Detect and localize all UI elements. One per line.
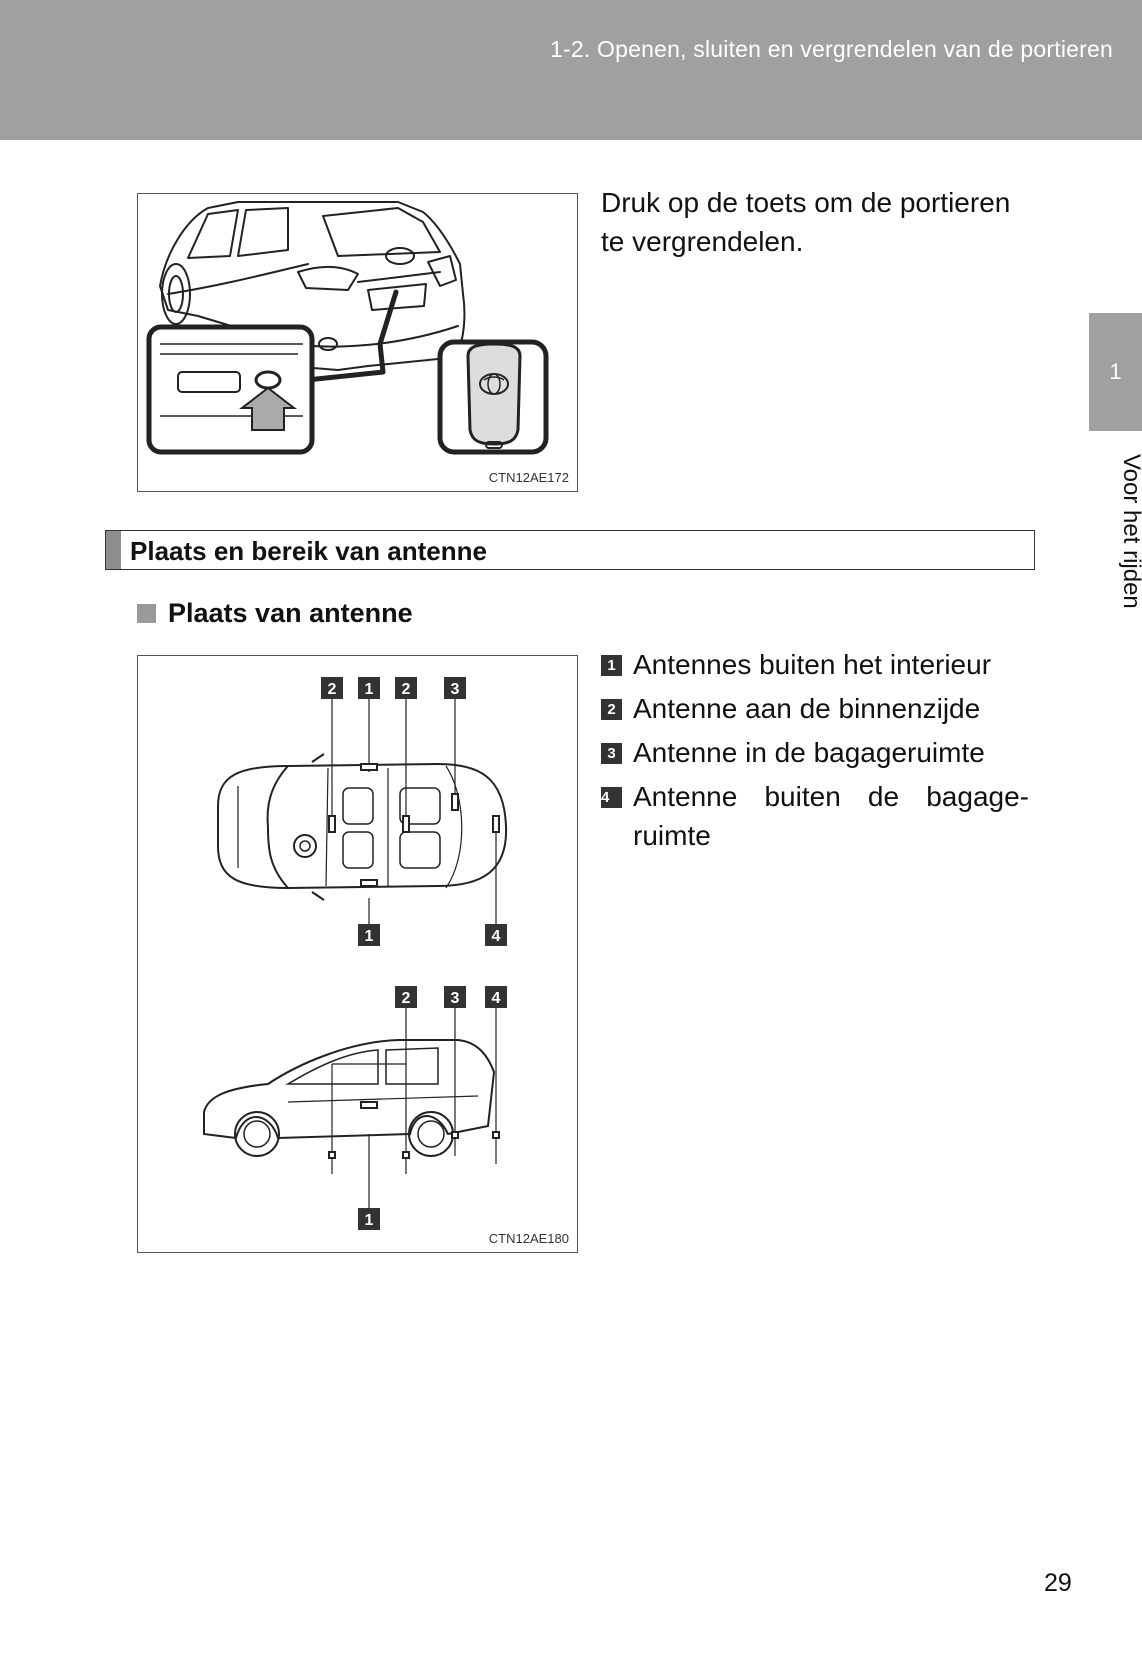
- legend-text: Antennes buiten het interieur: [633, 649, 992, 680]
- car-rear-and-smart-key-illustration: [146, 201, 549, 455]
- legend-item: 3 Antenne in de bagageruimte: [601, 733, 1029, 772]
- legend-text: Antenne aan de binnenzijde: [633, 693, 981, 724]
- badge-upper-2: 1: [365, 681, 374, 698]
- section-header: Plaats en bereik van antenne: [105, 530, 1035, 570]
- subsection-title: Plaats van antenne: [168, 598, 413, 628]
- legend-text: Antenne in de bagageruimte: [633, 737, 985, 768]
- badge-mid-2: 4: [492, 928, 501, 945]
- badge-upper-1: 2: [328, 681, 337, 698]
- badge-side-2: 3: [451, 990, 460, 1007]
- section-title: Plaats en bereik van antenne: [130, 536, 487, 566]
- chapter-tab-number: 1: [1109, 359, 1122, 384]
- legend-text: Antenne buiten de bagage-ruimte: [633, 781, 1029, 851]
- header-band: 1-2. Openen, sluiten en vergrendelen van…: [0, 0, 1142, 140]
- badge-side-1: 2: [402, 990, 411, 1007]
- antenna-location-diagram: 2 1 2 3 1 4 2 3 4 1: [203, 677, 508, 1230]
- badge-bottom-1: 1: [365, 1212, 374, 1229]
- badge-upper-4: 3: [451, 681, 460, 698]
- legend-item: 1 Antennes buiten het interieur: [601, 645, 1029, 684]
- intro-paragraph: Druk op de toets om de portieren te verg…: [601, 187, 1011, 257]
- legend-badge: 2: [601, 699, 622, 720]
- chapter-side-label: Voor het rijden: [1085, 446, 1142, 616]
- rear-lock-figure: CTN12AE172: [137, 193, 578, 492]
- legend-item: 2 Antenne aan de binnenzijde: [601, 689, 1029, 728]
- badge-mid-1: 1: [365, 928, 374, 945]
- lock-button-inset: [146, 324, 315, 455]
- chapter-side-label-text: Voor het rijden: [1118, 453, 1142, 609]
- figure-code: CTN12AE172: [488, 470, 569, 485]
- figure-code: CTN12AE180: [488, 1231, 569, 1246]
- legend-badge: 4: [601, 787, 622, 808]
- antenna-legend: 1 Antennes buiten het interieur 2 Antenn…: [601, 645, 1029, 860]
- badge-upper-3: 2: [402, 681, 411, 698]
- car-side-view: [203, 1039, 496, 1157]
- antenna-location-figure: 2 1 2 3 1 4 2 3 4 1 CTN12AE180: [137, 655, 578, 1253]
- car-top-view: [217, 753, 508, 901]
- subsection-heading: Plaats van antenne: [137, 598, 413, 629]
- square-bullet-icon: [137, 604, 156, 623]
- chapter-title: 1-2. Openen, sluiten en vergrendelen van…: [550, 36, 1113, 62]
- section-header-bar: [106, 531, 121, 569]
- smart-key-inset: [437, 339, 549, 455]
- chapter-tab: 1: [1089, 313, 1142, 431]
- legend-item: 4 Antenne buiten de bagage-ruimte: [601, 777, 1029, 855]
- page-number: 29: [1044, 1569, 1072, 1597]
- legend-badge: 1: [601, 655, 622, 676]
- badge-side-3: 4: [492, 990, 501, 1007]
- legend-badge: 3: [601, 743, 622, 764]
